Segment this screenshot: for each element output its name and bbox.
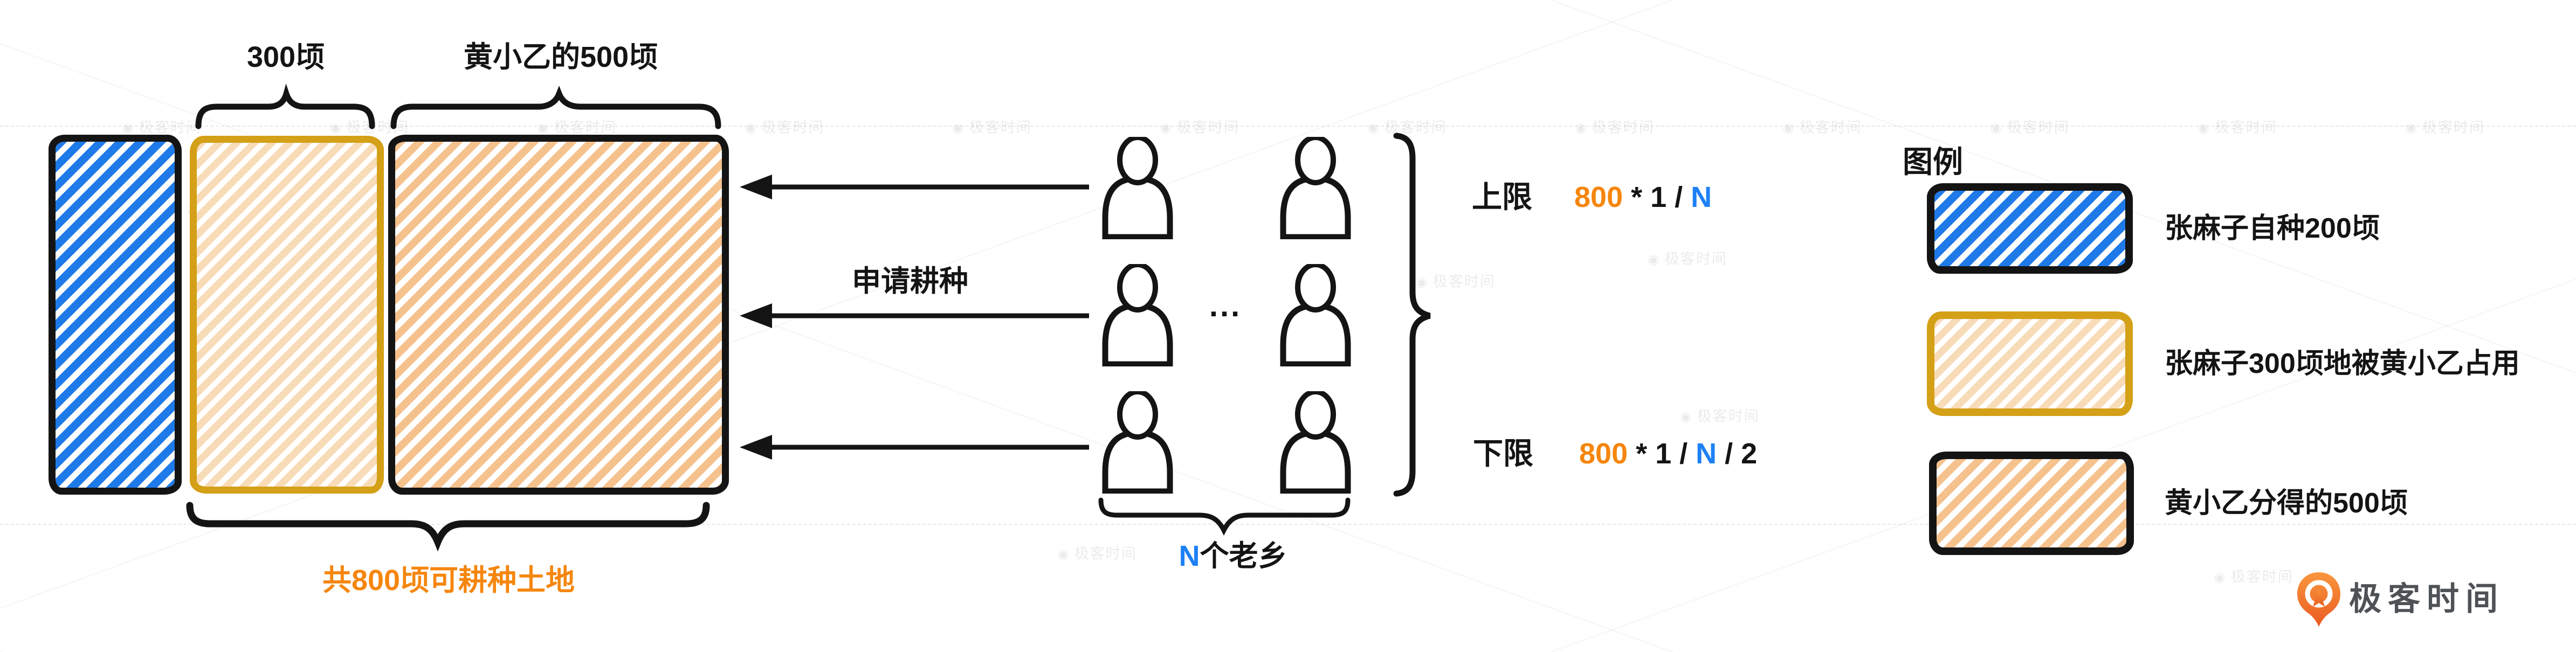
- legend-swatch-blue-icon: [1927, 183, 2133, 274]
- watermark: 极客时间: [1680, 405, 1760, 426]
- label-lower-bound: 下限: [1473, 436, 1533, 470]
- land-huang-rect: [388, 135, 729, 495]
- formula-lower-mid: * 1 /: [1628, 438, 1696, 470]
- geektime-pin-icon: [2297, 572, 2340, 627]
- legend-item-label: 张麻子自种200顷: [2165, 213, 2380, 244]
- watermark: 极客时间: [2214, 565, 2293, 586]
- person-icon: [1283, 265, 1348, 364]
- legend-swatch-orange-icon: [1929, 452, 2134, 555]
- formula-upper-800: 800: [1574, 181, 1623, 213]
- watermark: 极客时间: [122, 116, 202, 137]
- apply-arrow-icon: [740, 175, 1089, 199]
- watermark: 极客时间: [2198, 116, 2277, 137]
- brace-people: [1098, 497, 1351, 536]
- person-icon: [1105, 392, 1170, 491]
- watermark-guide-line: [0, 126, 2576, 127]
- watermark-guide-line: [0, 524, 2576, 525]
- brace-300: [195, 84, 375, 129]
- watermark: 极客时间: [1367, 116, 1447, 137]
- watermark: 极客时间: [1057, 542, 1137, 563]
- label-huang-500-qing: 黄小乙的500顷: [463, 41, 658, 73]
- legend-item-label: 张麻子300顷地被黄小乙占用: [2165, 348, 2520, 379]
- watermark: 极客时间: [745, 116, 824, 137]
- label-n-folks-n: N: [1179, 540, 1200, 572]
- label-n-folks: N个老乡: [1179, 542, 1287, 571]
- brace-500: [390, 85, 721, 129]
- person-icon: [1283, 392, 1348, 491]
- formula-lower-800: 800: [1579, 438, 1628, 470]
- land-zhang-occupied-rect: [190, 136, 384, 494]
- brace-results: [1393, 133, 1431, 497]
- formula-upper: 800 * 1 / N: [1574, 183, 1712, 212]
- formula-upper-mid: * 1 /: [1623, 181, 1691, 213]
- label-total-800-qing: 共800顷可耕种土地: [322, 564, 575, 596]
- formula-upper-n: N: [1691, 181, 1712, 213]
- watermark: 极客时间: [2405, 116, 2485, 137]
- legend-swatch-gold-icon: [1927, 311, 2133, 416]
- watermark: 极客时间: [1648, 247, 1727, 268]
- label-upper-bound: 上限: [1472, 180, 1532, 214]
- person-icon: [1283, 137, 1348, 237]
- watermark: 极客时间: [329, 116, 409, 137]
- legend-item-label: 黄小乙分得的500顷: [2165, 488, 2408, 519]
- geektime-logo-text: 极客时间: [2349, 581, 2504, 617]
- land-zhang-self-rect: [49, 135, 182, 495]
- label-n-folks-rest: 个老乡: [1200, 540, 1287, 572]
- label-300-qing: 300顷: [246, 41, 325, 73]
- watermark: 极客时间: [537, 116, 617, 137]
- watermark: 极客时间: [1160, 116, 1239, 137]
- watermark: 极客时间: [1575, 116, 1655, 137]
- person-icon: [1105, 265, 1170, 364]
- watermark: 极客时间: [1782, 116, 1862, 137]
- legend-title: 图例: [1903, 145, 1963, 179]
- apply-arrow-icon: [740, 303, 1089, 328]
- formula-lower: 800 * 1 / N / 2: [1579, 439, 1757, 468]
- watermark: 极客时间: [952, 116, 1032, 137]
- formula-lower-n: N: [1696, 438, 1717, 470]
- ellipsis-dots: ...: [1209, 288, 1242, 323]
- watermark: 极客时间: [1990, 116, 2070, 137]
- person-icon: [1105, 137, 1170, 237]
- brace-total: [186, 502, 710, 552]
- watermark: 极客时间: [1416, 270, 1496, 291]
- label-apply-farming: 申请耕种: [852, 265, 968, 297]
- formula-lower-div2: / 2: [1717, 438, 1758, 470]
- apply-arrow-icon: [740, 435, 1089, 460]
